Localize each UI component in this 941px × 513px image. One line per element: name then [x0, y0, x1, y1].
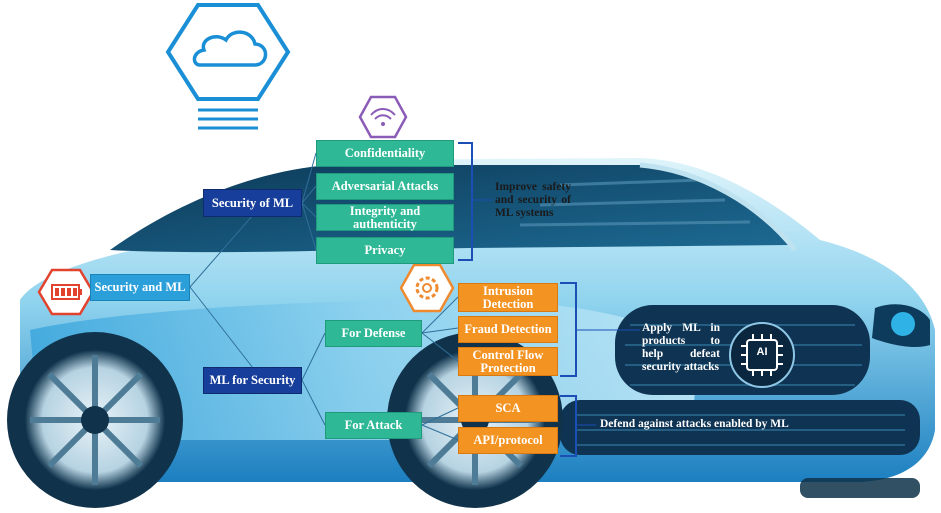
item-api-protocol: API/protocol [458, 427, 558, 454]
windshield-edge [639, 162, 797, 252]
ai-chip-icon [729, 322, 795, 388]
bracket-pointers [472, 199, 640, 426]
node-for-defense: For Defense [325, 320, 422, 347]
gear-icon [399, 263, 455, 313]
note-for-attack: Defend against attacks enabled by ML [600, 418, 789, 430]
node-security-of-ml: Security of ML [203, 189, 302, 217]
ai-chip-label: AI [756, 346, 768, 358]
item-intrusion-detection: Intrusion Detection [458, 283, 558, 312]
headlight-lens [891, 312, 915, 336]
item-sca: SCA [458, 395, 558, 422]
item-privacy: Privacy [316, 237, 454, 264]
node-ml-for-security: ML for Security [203, 367, 302, 394]
lower-intake [560, 400, 920, 455]
node-for-attack: For Attack [325, 412, 422, 439]
battery-icon [37, 268, 95, 316]
cloud-icon [165, 3, 291, 130]
item-control-flow-protection: Control Flow Protection [458, 347, 558, 376]
rear-wheel [7, 332, 183, 508]
tree-connectors [189, 152, 459, 441]
wifi-icon [358, 95, 408, 139]
note-security-of-ml: Improve safety and security of ML system… [495, 181, 571, 219]
node-security-and-ml: Security and ML [90, 274, 190, 301]
item-fraud-detection: Fraud Detection [458, 316, 558, 343]
item-integrity-authenticity: Integrity and authenticity [316, 204, 454, 231]
item-adversarial-attacks: Adversarial Attacks [316, 173, 454, 200]
note-for-defense: Apply ML in products to help defeat secu… [642, 322, 720, 373]
window-reflections [519, 178, 751, 227]
item-confidentiality: Confidentiality [316, 140, 454, 167]
